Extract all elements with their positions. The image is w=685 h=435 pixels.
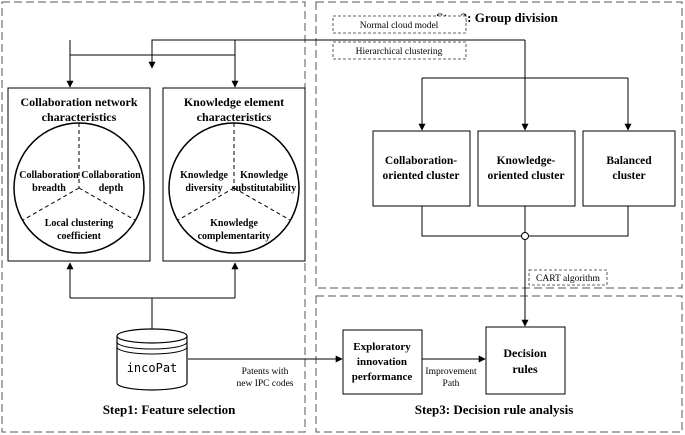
balanced-cluster-box [582,130,676,207]
knowledge-oriented-cluster-box [477,130,576,207]
collab-divider-left [22,187,80,221]
database-label: incoPat [127,361,178,375]
cart-algorithm-box [528,269,608,286]
normal-cloud-model-box [332,15,467,34]
knowledge-divider-right [233,187,291,221]
collab-divider-right [78,187,136,221]
collab-box-title-line2: characteristics [42,110,117,124]
knowledge-diversity-line2: diversity [185,183,222,194]
decision-rules-box [485,326,566,395]
performance-line3: performance [352,371,413,383]
hierarchical-clustering-box [332,41,467,60]
collab-box-title-line1: Collaboration network [21,95,138,109]
step2-title: Step2: Group division [436,10,559,25]
knowledge-complementarity-line2: complementarity [198,231,271,242]
cluster-2-line2: oriented cluster [488,170,565,182]
performance-line2: innovation [357,356,407,368]
collab-depth-line1: Collaboration [81,170,141,181]
patents-label-line1: Patents with [242,367,289,377]
knowledge-substitutability-line2: substitutability [232,183,296,194]
top-connector-line [148,39,525,69]
knowledge-box-title-line1: Knowledge element [184,95,284,109]
knowledge-diversity-line1: Knowledge [180,170,228,181]
patents-label-line2: new IPC codes [237,379,294,389]
decision-line2: rules [512,362,538,376]
improvement-label-line1: Improvement [425,367,477,377]
cluster-1-line2: oriented cluster [383,170,460,182]
collab-breadth-line2: breadth [32,183,66,194]
step1-title: Step1: Feature selection [103,402,236,417]
step2-panel [315,1,683,289]
local-clustering-line1: Local clustering [45,218,114,229]
collab-oriented-cluster-box [372,130,471,207]
collab-breadth-line1: Collaboration [19,170,79,181]
cluster-1-line1: Collaboration- [385,155,457,167]
cluster-2-line1: Knowledge- [497,155,556,167]
improvement-label-line2: Path [443,379,460,389]
knowledge-complementarity-line1: Knowledge [210,218,258,229]
merge-line-right [525,206,629,237]
performance-box [342,329,423,395]
performance-line1: Exploratory [353,341,411,353]
merge-line-left [421,206,525,237]
knowledge-divider-left [177,187,235,221]
local-clustering-line2: coefficient [57,231,102,242]
step3-panel [315,295,683,433]
merge-node [521,232,529,240]
collab-depth-line2: depth [99,183,124,194]
hierarchical-clustering-label: Hierarchical clustering [356,47,443,57]
database-icon [116,328,188,391]
knowledge-box-title-line2: characteristics [197,110,272,124]
cluster-3-line1: Balanced [606,155,652,167]
step3-title: Step3: Decision rule analysis [415,402,574,417]
cart-algorithm-label: CART algorithm [536,274,601,284]
normal-cloud-model-label: Normal cloud model [360,21,439,31]
decision-line1: Decision [503,346,547,360]
cluster-3-line2: cluster [612,170,645,182]
knowledge-substitutability-line1: Knowledge [240,170,288,181]
